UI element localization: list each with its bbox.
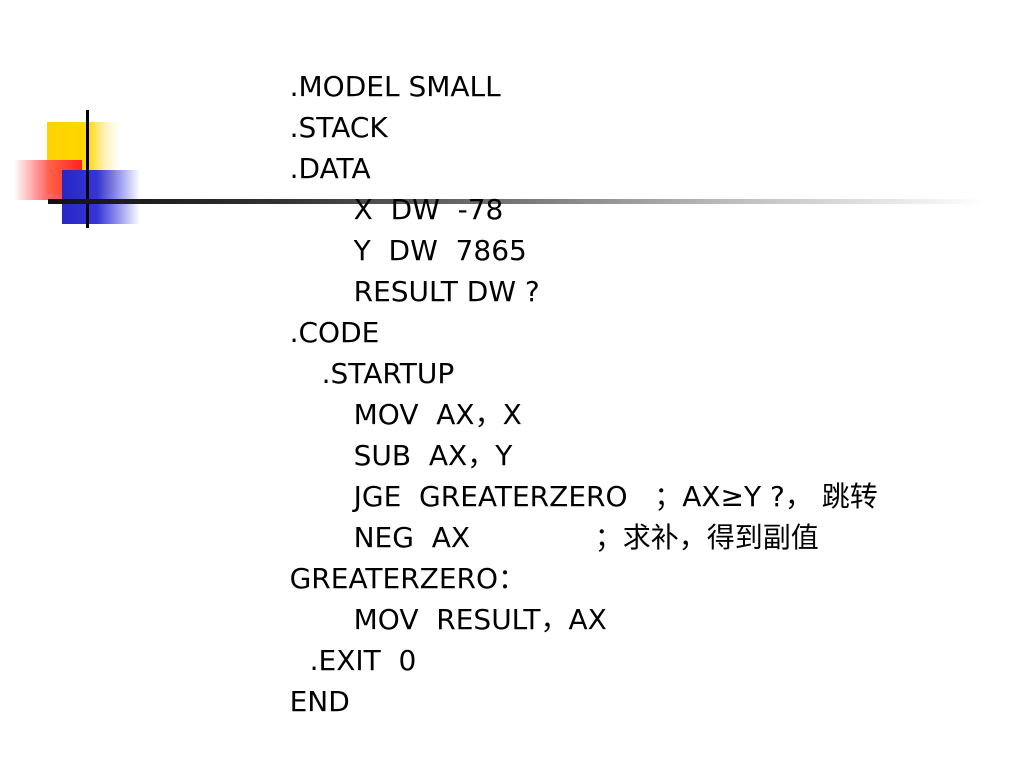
code-text: .MODEL SMALL bbox=[289, 70, 501, 103]
code-line-exit: .EXIT 0 bbox=[254, 599, 974, 677]
blue-square-decoration bbox=[62, 170, 140, 224]
assembly-code-block: .MODEL SMALL .STACK .DATA X DW -78 Y DW … bbox=[254, 25, 974, 718]
code-text: JGE GREATERZERO bbox=[353, 480, 655, 513]
code-line-model: .MODEL SMALL bbox=[254, 25, 974, 103]
code-text: NEG AX bbox=[353, 521, 595, 554]
code-line-stack: .STACK bbox=[254, 66, 974, 144]
code-line-y: Y DW 7865 bbox=[254, 189, 974, 267]
code-line-mov-ax-x: MOV AX，X bbox=[254, 353, 974, 431]
code-text: .CODE bbox=[289, 316, 380, 349]
code-line-label: GREATERZERO： bbox=[254, 517, 974, 595]
code-line-end: END bbox=[254, 640, 974, 718]
code-line-jge: JGE GREATERZERO ；AX≥Y ?， 跳转 bbox=[254, 435, 974, 513]
code-line-result: RESULT DW ? bbox=[254, 230, 974, 308]
code-text: MOV AX，X bbox=[353, 398, 522, 431]
vertical-line-decoration bbox=[86, 110, 89, 228]
code-text: MOV RESULT，AX bbox=[353, 603, 607, 636]
code-text: .DATA bbox=[289, 152, 371, 185]
code-line-code: .CODE bbox=[254, 271, 974, 349]
code-comment: ；求补，得到副值 bbox=[594, 521, 819, 554]
code-text: .STARTUP bbox=[321, 357, 455, 390]
yellow-square-decoration bbox=[47, 122, 119, 194]
code-line-sub-ax-y: SUB AX，Y bbox=[254, 394, 974, 472]
code-line-neg: NEG AX ；求补，得到副值 bbox=[254, 476, 974, 554]
code-text: SUB AX，Y bbox=[353, 439, 513, 472]
code-line-startup: .STARTUP bbox=[254, 312, 974, 390]
code-line-mov-result: MOV RESULT，AX bbox=[254, 558, 974, 636]
code-text: X DW -78 bbox=[353, 193, 504, 226]
code-line-data: .DATA bbox=[254, 107, 974, 185]
code-text: RESULT DW ? bbox=[353, 275, 540, 308]
code-line-x: X DW -78 bbox=[254, 148, 974, 226]
code-text: END bbox=[289, 685, 350, 718]
red-square-decoration bbox=[14, 160, 82, 200]
code-text: GREATERZERO： bbox=[289, 562, 527, 595]
code-comment: ；AX≥Y ?， 跳转 bbox=[654, 480, 878, 513]
code-text: Y DW 7865 bbox=[353, 234, 527, 267]
code-text: .EXIT 0 bbox=[309, 644, 417, 677]
code-text: .STACK bbox=[289, 111, 388, 144]
